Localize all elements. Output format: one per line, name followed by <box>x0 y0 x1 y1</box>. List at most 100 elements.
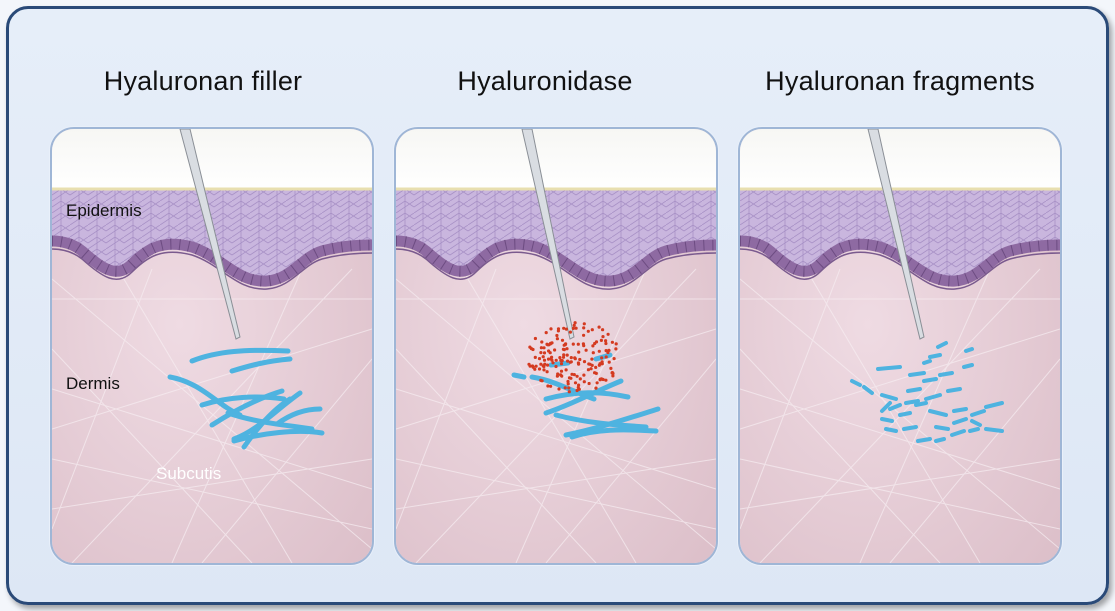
enzyme-dot <box>569 356 573 360</box>
enzyme-dot <box>533 336 537 341</box>
enzyme-dot <box>564 342 568 346</box>
enzyme-dot <box>540 379 544 383</box>
enzyme-dot <box>576 385 580 390</box>
needle <box>867 129 925 340</box>
enzyme-dot <box>540 340 544 344</box>
enzyme-dot <box>607 348 611 352</box>
enzyme-dot <box>614 342 618 346</box>
enzyme-dot <box>554 364 558 369</box>
enzyme-dot <box>555 333 559 338</box>
enzyme-dot <box>542 351 547 355</box>
enzyme-dot <box>563 386 567 390</box>
enzyme-dot <box>562 353 566 357</box>
enzyme-dot <box>572 323 576 327</box>
enzyme-dot <box>582 380 586 384</box>
hyaluronan-fragment <box>922 359 932 365</box>
needle <box>179 129 241 340</box>
enzyme-dot <box>567 386 571 390</box>
enzyme-dot <box>610 340 614 344</box>
hyaluronan-fragment <box>970 419 982 427</box>
enzyme-dot <box>600 360 604 364</box>
enzyme-dot <box>590 357 594 361</box>
enzyme-dot <box>561 347 565 351</box>
enzyme-dot <box>548 351 552 355</box>
enzyme-dot <box>604 339 608 343</box>
enzyme-dot <box>612 357 616 361</box>
hyaluronan-fragment <box>938 371 954 377</box>
enzyme-dot <box>582 373 586 377</box>
enzyme-dot <box>551 361 555 365</box>
enzyme-dot <box>564 368 568 372</box>
panel-title-hyaluronidase: Hyaluronidase <box>457 66 633 96</box>
skin-panel-filler: Epidermis Dermis Subcutis <box>50 127 374 565</box>
enzyme-dot <box>586 368 590 372</box>
enzyme-dot <box>614 347 618 351</box>
hyaluronan-fragment <box>950 429 966 437</box>
hyaluronan-fragment <box>880 401 892 413</box>
enzyme-dot <box>545 370 549 374</box>
hyaluronan-fragment <box>934 437 946 443</box>
hyaluronan-fragment <box>914 401 928 407</box>
skin-illustration-filler <box>52 129 372 563</box>
hyaluronan-fragment <box>880 417 894 423</box>
hyaluronan-fragment <box>934 425 950 431</box>
enzyme-dot <box>582 360 587 364</box>
enzyme-dot <box>539 346 543 350</box>
enzyme-dot <box>606 332 610 336</box>
enzyme-dot <box>542 346 546 350</box>
enzyme-dot <box>590 328 594 332</box>
enzyme-dot <box>550 341 554 345</box>
enzyme-dot <box>601 328 605 332</box>
enzyme-dot <box>593 371 597 375</box>
enzyme-dot <box>604 341 608 346</box>
enzyme-dot <box>566 382 570 386</box>
enzyme-dot <box>577 383 581 387</box>
enzyme-dot <box>562 326 566 330</box>
hyaluronan-fragment <box>984 401 1004 409</box>
hyaluronan-fragment <box>888 403 902 411</box>
hyaluronan-fragment <box>884 427 898 433</box>
enzyme-dot <box>549 384 553 388</box>
enzyme-dot <box>571 326 575 330</box>
panel-title-filler: Hyaluronan filler <box>103 66 303 96</box>
enzyme-dot <box>559 373 563 377</box>
skin-panel-hyaluronidase <box>394 127 718 565</box>
hyaluronan-fragment <box>984 427 1004 433</box>
enzyme-dot <box>549 327 553 331</box>
enzyme-dot <box>568 360 572 364</box>
enzyme-dot <box>573 357 577 361</box>
enzyme-dot <box>575 374 579 378</box>
enzyme-dot <box>577 350 581 354</box>
skin-illustration-fragments <box>740 129 1060 563</box>
enzyme-dot <box>558 356 562 360</box>
enzyme-dot <box>584 348 588 352</box>
enzyme-dot <box>594 365 598 369</box>
enzyme-dot <box>567 376 572 380</box>
enzyme-dot <box>587 362 591 366</box>
hyaluronan-fragment <box>924 393 942 401</box>
label-epidermis: Epidermis <box>66 201 142 220</box>
enzyme-dot <box>582 326 586 330</box>
hyaluronan-fragment <box>862 385 874 395</box>
label-dermis: Dermis <box>66 374 120 393</box>
enzyme-dot <box>531 365 535 369</box>
enzyme-dot <box>581 342 585 346</box>
enzyme-dot <box>576 361 580 365</box>
enzyme-dot <box>546 384 550 388</box>
enzyme-dot <box>527 362 531 366</box>
enzyme-dot <box>578 377 582 381</box>
enzyme-dot <box>561 355 566 359</box>
enzyme-dot <box>607 360 611 364</box>
enzyme-dot <box>610 371 614 375</box>
hyaluronan-fragment <box>952 407 968 413</box>
enzyme-dot <box>533 355 537 359</box>
hyaluronidase-enzyme-dots <box>527 321 618 394</box>
enzyme-dot <box>554 358 558 362</box>
enzyme-dot <box>591 351 595 355</box>
enzyme-dot <box>566 359 570 363</box>
hyaluronan-fragment <box>964 347 974 353</box>
enzyme-dot <box>537 367 542 371</box>
enzyme-dot <box>546 363 550 367</box>
enzyme-dot <box>591 344 595 348</box>
hyaluronan-fragment <box>922 377 938 383</box>
